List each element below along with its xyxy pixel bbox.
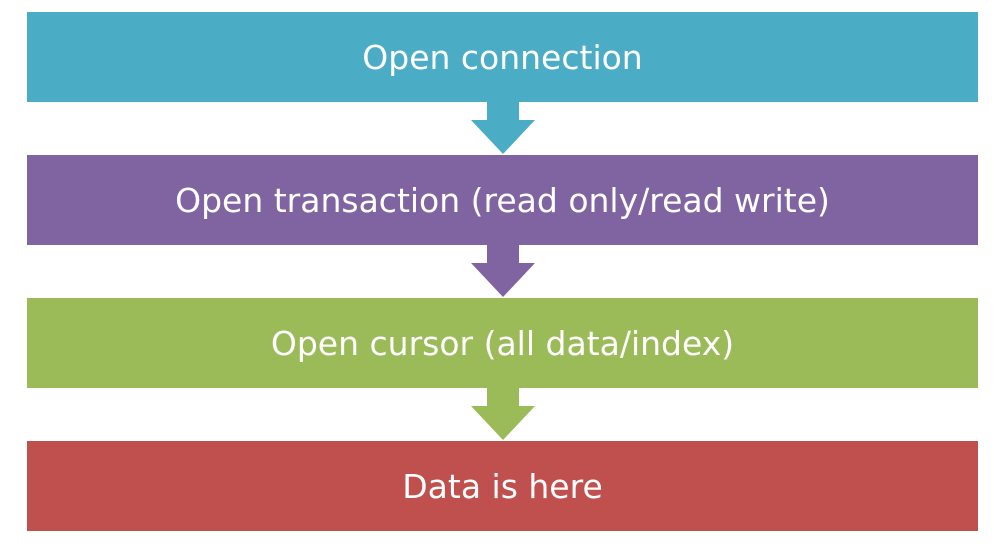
down-arrow-icon (471, 243, 535, 297)
step-label: Open connection (362, 37, 643, 77)
down-arrow-icon (471, 100, 535, 154)
step-data-is-here: Data is here (27, 441, 978, 531)
step-open-cursor: Open cursor (all data/index) (27, 298, 978, 388)
down-arrow-icon (471, 386, 535, 440)
step-open-transaction: Open transaction (read only/read write) (27, 155, 978, 245)
step-label: Open cursor (all data/index) (270, 323, 735, 363)
step-label: Open transaction (read only/read write) (175, 180, 830, 220)
step-label: Data is here (402, 466, 603, 506)
step-open-connection: Open connection (27, 12, 978, 102)
